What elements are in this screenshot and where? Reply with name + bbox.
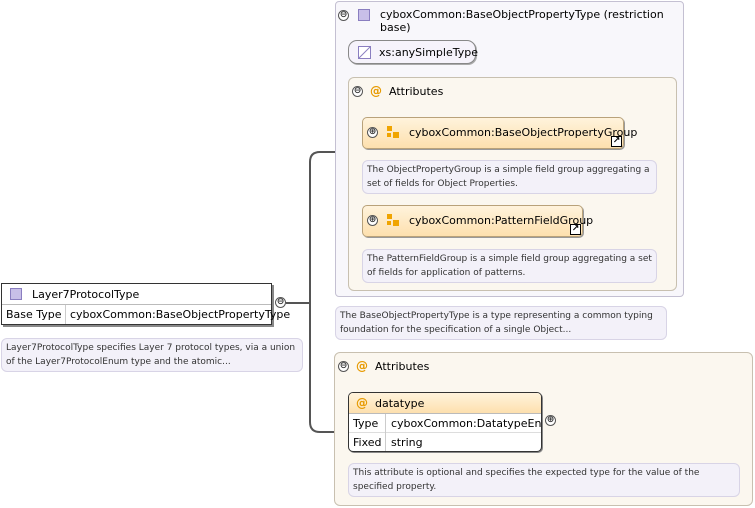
attribute-type-label: Type xyxy=(353,417,379,430)
expand-icon[interactable]: ⊕ xyxy=(367,127,378,138)
attribute-icon: @ xyxy=(356,359,368,373)
base-type-label: Base Type xyxy=(6,308,62,321)
simple-type-icon xyxy=(358,46,371,59)
base-type-value: cyboxCommon:BaseObjectPropertyType xyxy=(70,308,291,321)
attributes-label: Attributes xyxy=(375,360,430,373)
root-type-box[interactable]: Layer7ProtocolType Base Type cyboxCommon… xyxy=(1,283,290,325)
type-divider xyxy=(385,414,386,451)
attribute-datatype[interactable]: @ datatype Type cyboxCommon:DatatypeEnum… xyxy=(348,392,542,452)
complex-type-icon xyxy=(10,288,22,300)
complex-type-icon xyxy=(358,9,370,21)
attribute-type-value: cyboxCommon:DatatypeEnum xyxy=(391,417,542,430)
attribute-fixed-row: Fixed string xyxy=(349,433,541,451)
root-type-name: Layer7ProtocolType xyxy=(32,288,140,301)
attribute-documentation: This attribute is optional and specifies… xyxy=(348,463,740,497)
link-arrow-icon[interactable]: ↗ xyxy=(570,224,581,235)
own-attributes-box: ⊖ @ Attributes @ datatype Type cyboxComm… xyxy=(334,352,753,506)
root-collapse-icon[interactable]: ⊖ xyxy=(275,297,286,308)
base-type-divider xyxy=(65,305,66,324)
attribute-group-icon xyxy=(387,126,399,138)
attributes-label: Attributes xyxy=(389,85,444,98)
link-arrow-icon[interactable]: ↗ xyxy=(611,136,622,147)
simple-type-name: xs:anySimpleType xyxy=(379,46,478,59)
attribute-group-name: cyboxCommon:BaseObjectPropertyGroup xyxy=(409,126,638,139)
attribute-group-documentation: The ObjectPropertyGroup is a simple fiel… xyxy=(362,160,657,194)
attribute-group-pattern-field[interactable]: ⊕ cyboxCommon:PatternFieldGroup ↗ xyxy=(362,205,593,237)
root-documentation: Layer7ProtocolType specifies Layer 7 pro… xyxy=(1,338,303,372)
attribute-fixed-value: string xyxy=(391,436,423,449)
base-type-row: Base Type cyboxCommon:BaseObjectProperty… xyxy=(2,305,290,324)
attribute-group-name: cyboxCommon:PatternFieldGroup xyxy=(409,214,594,227)
base-collapse-icon[interactable]: ⊖ xyxy=(338,10,349,21)
attribute-group-documentation: The PatternFieldGroup is a simple field … xyxy=(362,249,657,283)
attribute-header: @ datatype xyxy=(349,393,541,414)
attribute-group-icon xyxy=(387,214,399,226)
attribute-fixed-label: Fixed xyxy=(353,436,382,449)
attribute-name: datatype xyxy=(375,397,425,410)
simple-type-box[interactable]: xs:anySimpleType xyxy=(348,40,478,64)
base-type-documentation: The BaseObjectPropertyType is a type rep… xyxy=(335,306,667,340)
base-title: cyboxCommon:BaseObjectPropertyType (rest… xyxy=(380,8,664,34)
base-attributes-box: ⊖ @ Attributes ⊕ cyboxCommon:BaseObjectP… xyxy=(348,77,677,291)
root-type-header: Layer7ProtocolType xyxy=(2,284,271,305)
attributes-collapse-icon[interactable]: ⊖ xyxy=(338,361,349,372)
expand-icon[interactable]: ⊕ xyxy=(545,415,556,426)
restriction-base-box: ⊖ cyboxCommon:BaseObjectPropertyType (re… xyxy=(335,1,684,297)
attribute-icon: @ xyxy=(356,396,368,410)
attribute-icon: @ xyxy=(370,84,382,98)
attribute-group-base-object-property[interactable]: ⊕ cyboxCommon:BaseObjectPropertyGroup ↗ xyxy=(362,117,637,149)
attributes-collapse-icon[interactable]: ⊖ xyxy=(352,86,363,97)
expand-icon[interactable]: ⊕ xyxy=(367,215,378,226)
attribute-type-row: Type cyboxCommon:DatatypeEnum xyxy=(349,414,542,451)
